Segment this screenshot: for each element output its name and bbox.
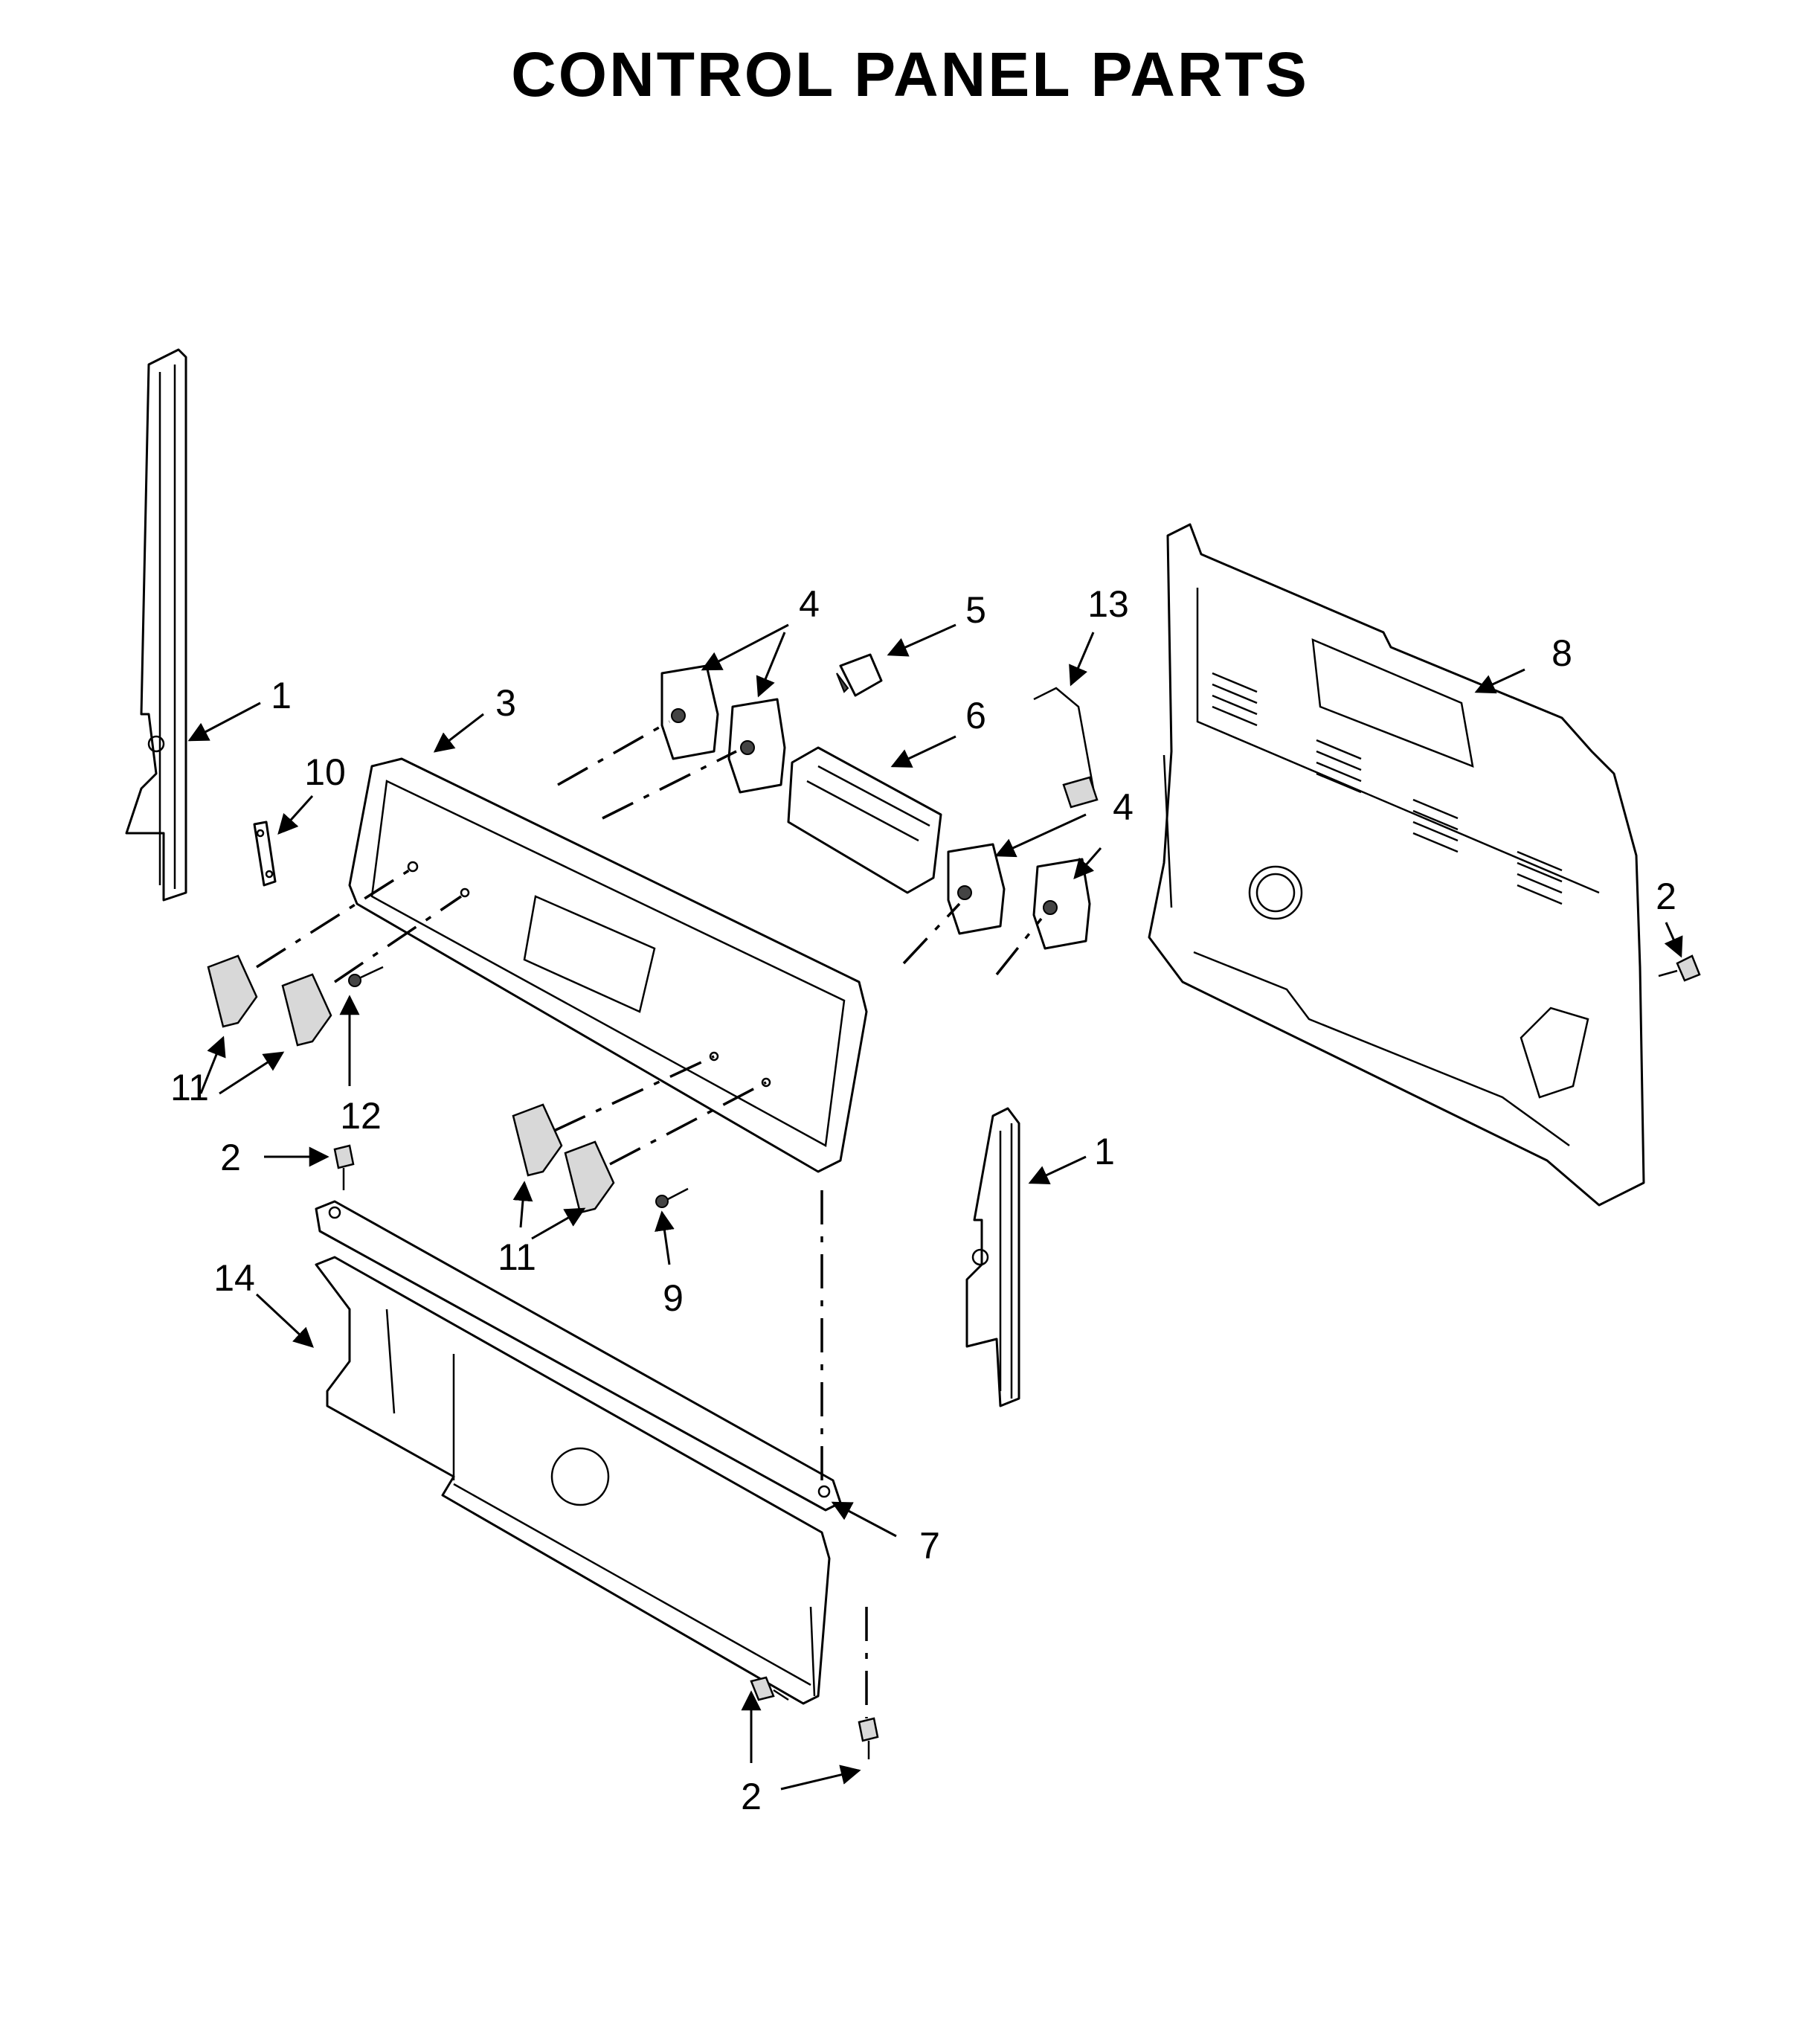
- assembly-lines: [256, 720, 1043, 1718]
- callout-3: 3: [495, 682, 516, 724]
- part-1-right-end-cap-bracket: [965, 1107, 1020, 1407]
- part-3-control-panel-console: [348, 757, 868, 1173]
- part-14-manifold-panel: [315, 1256, 831, 1705]
- part-4-infinite-switch-lower: [947, 843, 1091, 950]
- callout-11-right: 11: [498, 1236, 536, 1278]
- part-4-infinite-switch-upper: [660, 664, 786, 794]
- callout-4-upper: 4: [799, 583, 820, 625]
- part-6-electronic-control-board: [787, 746, 942, 894]
- callout-14: 14: [213, 1257, 255, 1299]
- callout-13: 13: [1087, 583, 1129, 625]
- callout-labels: 1 1 2 2 2 3 4 4 5 6 7 8 9 10 11 11 12 13…: [170, 583, 1676, 1817]
- callout-7: 7: [919, 1525, 940, 1567]
- callout-4-lower: 4: [1113, 786, 1134, 828]
- part-8-rear-panel: [1148, 523, 1645, 1207]
- leader-arrows: [187, 623, 1683, 1791]
- callout-12: 12: [340, 1095, 382, 1137]
- callout-1-right: 1: [1094, 1131, 1115, 1172]
- part-13-mounting-bracket: [1033, 687, 1099, 809]
- vent-slots: [1212, 672, 1563, 905]
- callout-2-left: 2: [220, 1137, 241, 1178]
- callout-6: 6: [965, 695, 986, 736]
- callout-10: 10: [304, 751, 346, 793]
- part-12-screw: [348, 966, 384, 987]
- callout-5: 5: [965, 589, 986, 631]
- part-5-indicator-light: [836, 653, 883, 697]
- part-1-left-end-cap-bracket: [125, 348, 187, 902]
- part-11-control-knobs: [207, 954, 615, 1214]
- page-title: CONTROL PANEL PARTS: [511, 39, 1309, 109]
- callout-8: 8: [1551, 632, 1572, 674]
- part-9-screw: [655, 1187, 689, 1208]
- callout-9: 9: [663, 1277, 684, 1319]
- part-10-wire-clip: [253, 821, 277, 887]
- callout-11-left: 11: [170, 1067, 209, 1108]
- callout-2-bottom: 2: [741, 1776, 762, 1817]
- callout-1-left: 1: [271, 675, 292, 716]
- callout-2-right: 2: [1656, 876, 1676, 917]
